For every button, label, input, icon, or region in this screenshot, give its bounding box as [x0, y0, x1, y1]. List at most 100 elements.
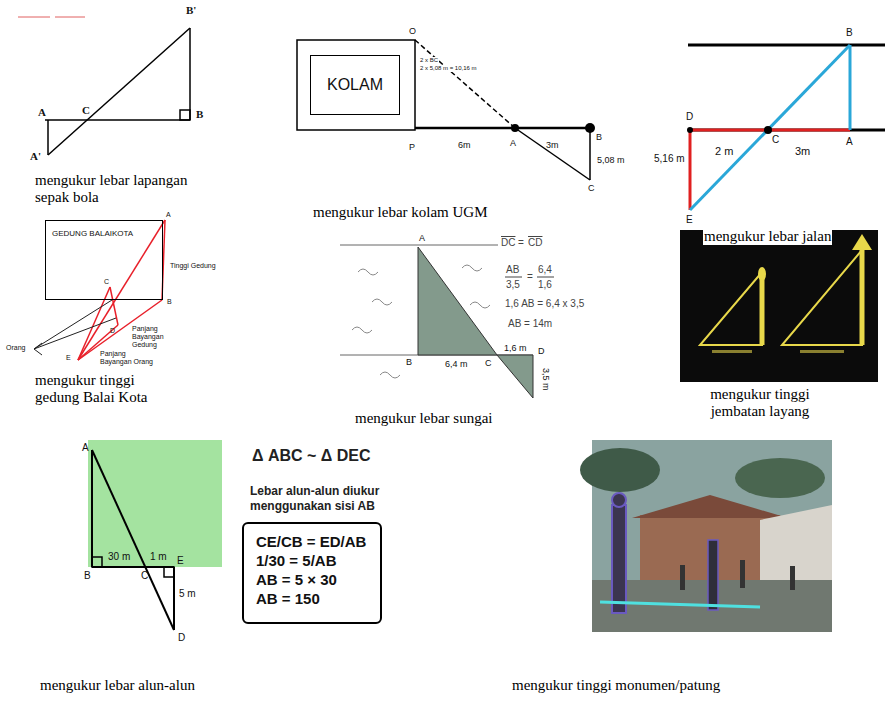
diagram-label: C — [588, 183, 595, 193]
caption: mengukur lebar kolam UGM — [313, 204, 488, 221]
formula-text: 6,4 — [538, 264, 552, 276]
formula-text: AB = 14m — [508, 318, 552, 330]
yellow-pole — [760, 276, 765, 345]
water-wave — [372, 299, 392, 305]
formula-text: CD — [528, 237, 542, 249]
photo-person — [740, 560, 745, 588]
water-wave — [380, 372, 400, 378]
diagram-label: 6m — [458, 140, 471, 150]
node-text: AB = 150 — [256, 589, 320, 608]
diagram-label: O — [409, 26, 416, 36]
blue-segment — [690, 45, 850, 210]
yellow-triangle — [782, 250, 862, 345]
diagram-label: E — [686, 214, 693, 226]
photo-measure-line — [600, 602, 760, 607]
formula-text: 1,6 — [538, 279, 552, 291]
diagram-label: 1 m — [150, 551, 167, 563]
shaded-triangle — [497, 355, 533, 398]
right-angle-mark — [92, 557, 102, 567]
caption: mengukur tinggi jembatan layang — [690, 386, 830, 420]
photo-statue — [612, 493, 626, 507]
diagram-label: C — [82, 104, 90, 117]
photo-roof — [632, 495, 788, 518]
diagram-label: B — [84, 570, 91, 582]
point-dot — [511, 124, 519, 132]
caption: mengukur lebar alun-alun — [40, 677, 195, 694]
diagram-label: D — [178, 632, 185, 644]
pointer-line — [34, 300, 112, 349]
caption: mengukur tinggi monumen/patung — [512, 677, 720, 694]
yellow-head — [758, 267, 766, 281]
photo-person — [790, 566, 795, 590]
diagram-label: B — [846, 27, 853, 39]
diagram-label: 5,08 m — [597, 155, 625, 165]
photo-statue — [612, 505, 626, 613]
square-area — [88, 440, 222, 567]
shaded-triangle — [418, 247, 497, 355]
water-wave — [462, 265, 482, 271]
diagram-label: B — [596, 132, 602, 142]
diagram-label: C — [141, 570, 148, 582]
diagram-label: 30 m — [108, 551, 130, 563]
diagram-label: Tinggi Gedung — [170, 262, 216, 270]
yellow-arrow — [860, 248, 865, 345]
diagram-label: E — [177, 555, 184, 567]
diagram-label: A — [419, 233, 425, 243]
point-dot — [764, 126, 772, 134]
diagram-label: 5,16 m — [654, 153, 685, 165]
photo-detail — [800, 350, 844, 353]
node-text: KOLAM — [327, 76, 383, 94]
diagram-label: 1,6 m — [504, 343, 527, 353]
fraction-bar — [537, 277, 554, 278]
note-text: Δ ABC ~ Δ DEC — [252, 447, 371, 465]
side-line — [589, 128, 591, 180]
baseline — [92, 566, 174, 568]
road-edge — [688, 129, 885, 132]
diagram-label: 2 x BC — [419, 57, 439, 64]
formula-text: AB — [506, 264, 519, 276]
formula-text: DC — [501, 237, 515, 249]
diagram-label: 3m — [795, 145, 810, 158]
formula-text: = — [518, 237, 524, 249]
diagram-label: 3,5 m — [541, 368, 551, 391]
pool-outline — [297, 40, 415, 130]
yellow-triangle — [700, 272, 762, 345]
photo-tree — [580, 448, 660, 492]
water-wave — [358, 269, 378, 275]
baseline — [415, 127, 590, 130]
sight-line — [415, 40, 515, 128]
diagram-label: D — [538, 346, 545, 356]
diagram-label: B — [406, 357, 412, 367]
diagram-label: A — [82, 442, 89, 454]
diagram-label: Panjang Bayangan Orang — [100, 350, 158, 366]
river-bank — [340, 245, 498, 246]
diagram-label: 5 m — [179, 588, 196, 600]
diagram-label: B — [167, 298, 172, 306]
diagram-label: A' — [30, 150, 41, 163]
formula-text: = — [527, 271, 533, 283]
node-text: AB = 5 × 30 — [256, 570, 337, 589]
building-box: GEDUNG BALAIKOTA — [45, 220, 163, 300]
yellow-arrow-head — [852, 234, 872, 250]
side-line — [47, 120, 49, 155]
diagram-label: A — [846, 136, 853, 148]
water-wave — [352, 327, 372, 333]
diagram-label: D — [110, 327, 115, 335]
node-text: GEDUNG BALAIKOTA — [52, 229, 133, 238]
diagram-label: 6,4 m — [445, 359, 468, 369]
right-angle-mark — [180, 110, 190, 120]
caption: mengukur lebar jalan — [703, 228, 832, 245]
diagram-label: A — [38, 106, 46, 119]
diagram-label: A — [510, 138, 516, 148]
diagram-label: E — [66, 354, 71, 362]
road-edge — [688, 44, 885, 47]
diagram-label: C — [485, 358, 492, 368]
diagram-label: Panjang Bayangan Gedung — [132, 325, 190, 349]
diagram-label: D — [686, 111, 693, 123]
photo-tree — [735, 458, 825, 498]
arrow-head — [34, 343, 42, 355]
photo-detail — [712, 350, 752, 353]
red-mark — [55, 17, 85, 18]
